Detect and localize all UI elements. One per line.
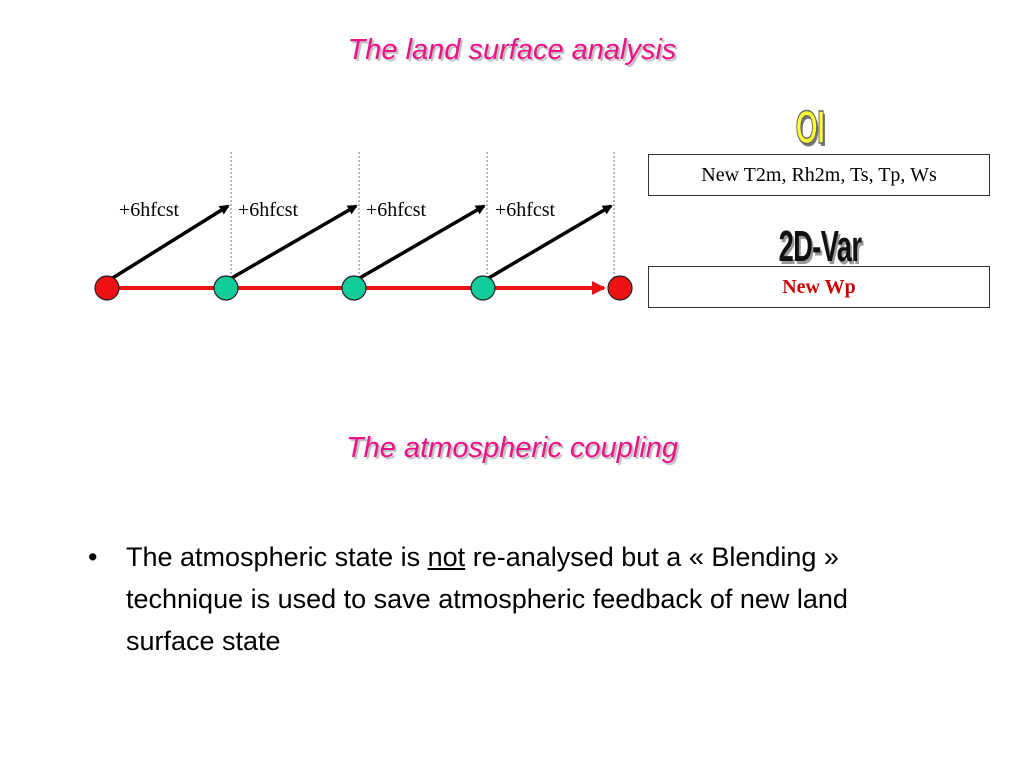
forecast-step-label: +6hfcst <box>366 199 427 221</box>
2dvar-output-box: New Wp <box>648 266 990 308</box>
forecast-step-label: +6hfcst <box>495 199 556 221</box>
bullet-item: • The atmospheric state is not re-analys… <box>88 536 938 662</box>
section-title: The atmospheric coupling <box>345 432 679 464</box>
timeline-node <box>94 275 120 301</box>
2dvar-method-label: 2D-Var <box>778 222 862 271</box>
oi-method-label: OI <box>795 100 825 154</box>
page-title: The land surface analysis <box>347 34 677 66</box>
forecast-arrow <box>229 204 358 281</box>
timeline-node <box>341 275 367 301</box>
bullet-marker: • <box>88 542 98 572</box>
timeline-node <box>607 275 633 301</box>
bullet-text-after: re-analysed but a « Blending » technique… <box>126 542 848 656</box>
forecast-step-label: +6hfcst <box>119 199 180 221</box>
bullet-text-emphasis: not <box>427 542 466 572</box>
timeline-node <box>213 275 239 301</box>
bullet-text-before: The atmospheric state is <box>126 542 428 572</box>
forecast-arrow <box>110 204 230 281</box>
bullet-text: The atmospheric state is not re-analysed… <box>126 536 938 662</box>
oi-output-box: New T2m, Rh2m, Ts, Tp, Ws <box>648 154 990 196</box>
forecast-step-label: +6hfcst <box>238 199 299 221</box>
forecast-arrow <box>486 204 613 281</box>
timeline-node <box>470 275 496 301</box>
forecast-arrow <box>357 204 486 281</box>
